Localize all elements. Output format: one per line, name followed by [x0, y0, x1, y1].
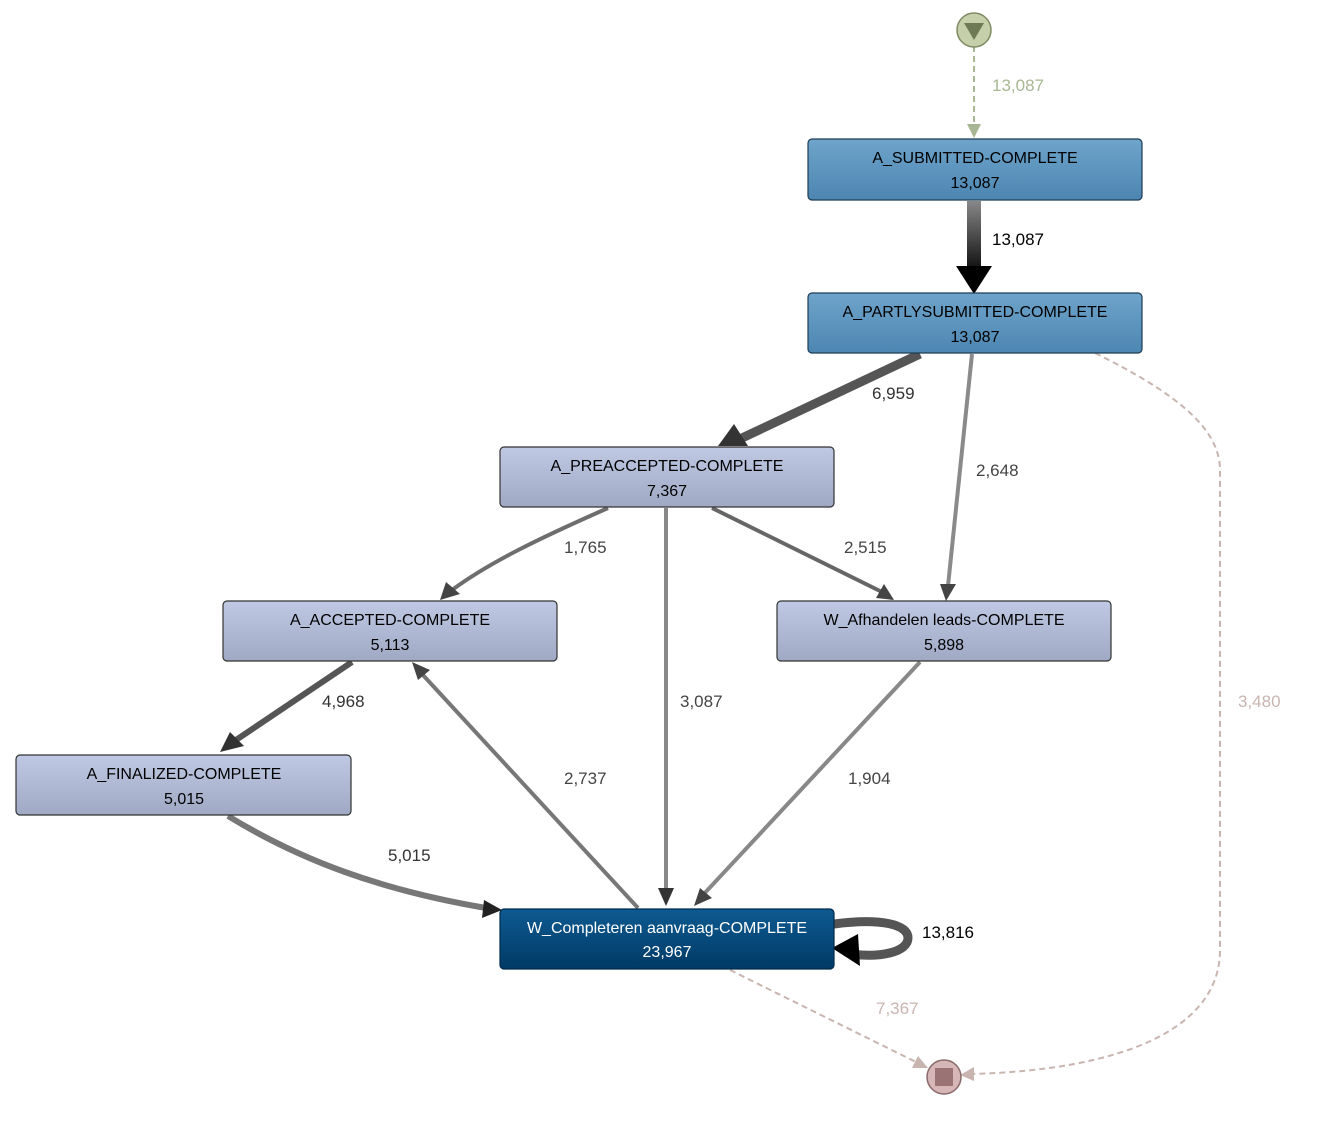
node-a-accepted-name: A_ACCEPTED-COMPLETE [290, 612, 490, 629]
edge-completeren-to-accepted [412, 662, 640, 910]
edge-label-partly-to-afhandelen: 2,648 [976, 461, 1019, 480]
edge-afhandelen-to-completeren [694, 660, 922, 906]
node-a-preaccepted-name: A_PREACCEPTED-COMPLETE [551, 458, 784, 475]
node-a-finalized[interactable]: A_FINALIZED-COMPLETE 5,015 [15, 754, 352, 816]
end-event[interactable] [926, 1059, 962, 1095]
node-w-completeren[interactable]: W_Completeren aanvraag-COMPLETE 23,967 [499, 908, 835, 970]
node-a-submitted[interactable]: A_SUBMITTED-COMPLETE 13,087 [807, 138, 1143, 201]
edge-finalized-to-completeren [226, 813, 502, 918]
node-a-finalized-name: A_FINALIZED-COMPLETE [87, 766, 282, 783]
triangle-down-icon [964, 23, 984, 40]
node-a-partlysubmitted[interactable]: A_PARTLYSUBMITTED-COMPLETE 13,087 [807, 292, 1143, 354]
edge-label-afhandelen-to-completeren: 1,904 [848, 769, 891, 788]
node-a-partlysubmitted-name: A_PARTLYSUBMITTED-COMPLETE [843, 304, 1108, 321]
node-a-finalized-count: 5,015 [164, 791, 204, 808]
node-w-afhandelen-name: W_Afhandelen leads-COMPLETE [824, 612, 1065, 629]
node-a-accepted[interactable]: A_ACCEPTED-COMPLETE 5,113 [222, 600, 558, 662]
node-a-preaccepted[interactable]: A_PREACCEPTED-COMPLETE 7,367 [499, 446, 835, 508]
start-event[interactable] [956, 12, 992, 48]
edge-submitted-to-partly [956, 201, 992, 294]
edge-label-preaccepted-to-afhandelen: 2,515 [844, 538, 887, 557]
edge-partly-to-preaccepted [718, 349, 922, 446]
edge-partly-to-afhandelen [940, 353, 974, 601]
node-a-accepted-count: 5,113 [371, 637, 410, 654]
node-a-submitted-name: A_SUBMITTED-COMPLETE [872, 150, 1077, 167]
edge-preaccepted-to-accepted [440, 506, 609, 600]
edge-label-accepted-to-finalized: 4,968 [322, 692, 365, 711]
edge-label-finalized-to-completeren: 5,015 [388, 846, 431, 865]
edge-label-preaccepted-to-accepted: 1,765 [564, 538, 607, 557]
edge-accepted-to-finalized [220, 659, 354, 752]
edge-label-completeren-to-accepted: 2,737 [564, 769, 607, 788]
edge-label-completeren-to-end: 7,367 [876, 999, 919, 1018]
node-w-afhandelen[interactable]: W_Afhandelen leads-COMPLETE 5,898 [776, 600, 1112, 662]
edge-label-completeren-self: 13,816 [922, 923, 974, 942]
edge-label-partly-to-preaccepted: 6,959 [872, 384, 915, 403]
edge-completeren-self-loop [832, 917, 913, 966]
edge-label-preaccepted-to-completeren: 3,087 [680, 692, 723, 711]
node-w-afhandelen-count: 5,898 [924, 637, 964, 654]
edge-partly-to-end [960, 352, 1221, 1081]
node-w-completeren-name: W_Completeren aanvraag-COMPLETE [527, 920, 807, 937]
node-w-completeren-count: 23,967 [643, 944, 692, 961]
node-a-preaccepted-count: 7,367 [647, 483, 687, 500]
edge-label-start-to-submitted: 13,087 [992, 76, 1044, 95]
edge-preaccepted-to-afhandelen [711, 506, 894, 600]
edge-preaccepted-to-completeren [658, 508, 674, 906]
edge-label-submitted-to-partly: 13,087 [992, 230, 1044, 249]
node-a-submitted-count: 13,087 [951, 175, 1000, 192]
edge-start-to-submitted [967, 46, 981, 138]
node-a-partlysubmitted-count: 13,087 [951, 329, 1000, 346]
edge-label-partly-to-end: 3,480 [1238, 692, 1281, 711]
square-stop-icon [935, 1068, 953, 1086]
edge-completeren-to-end [729, 969, 928, 1068]
